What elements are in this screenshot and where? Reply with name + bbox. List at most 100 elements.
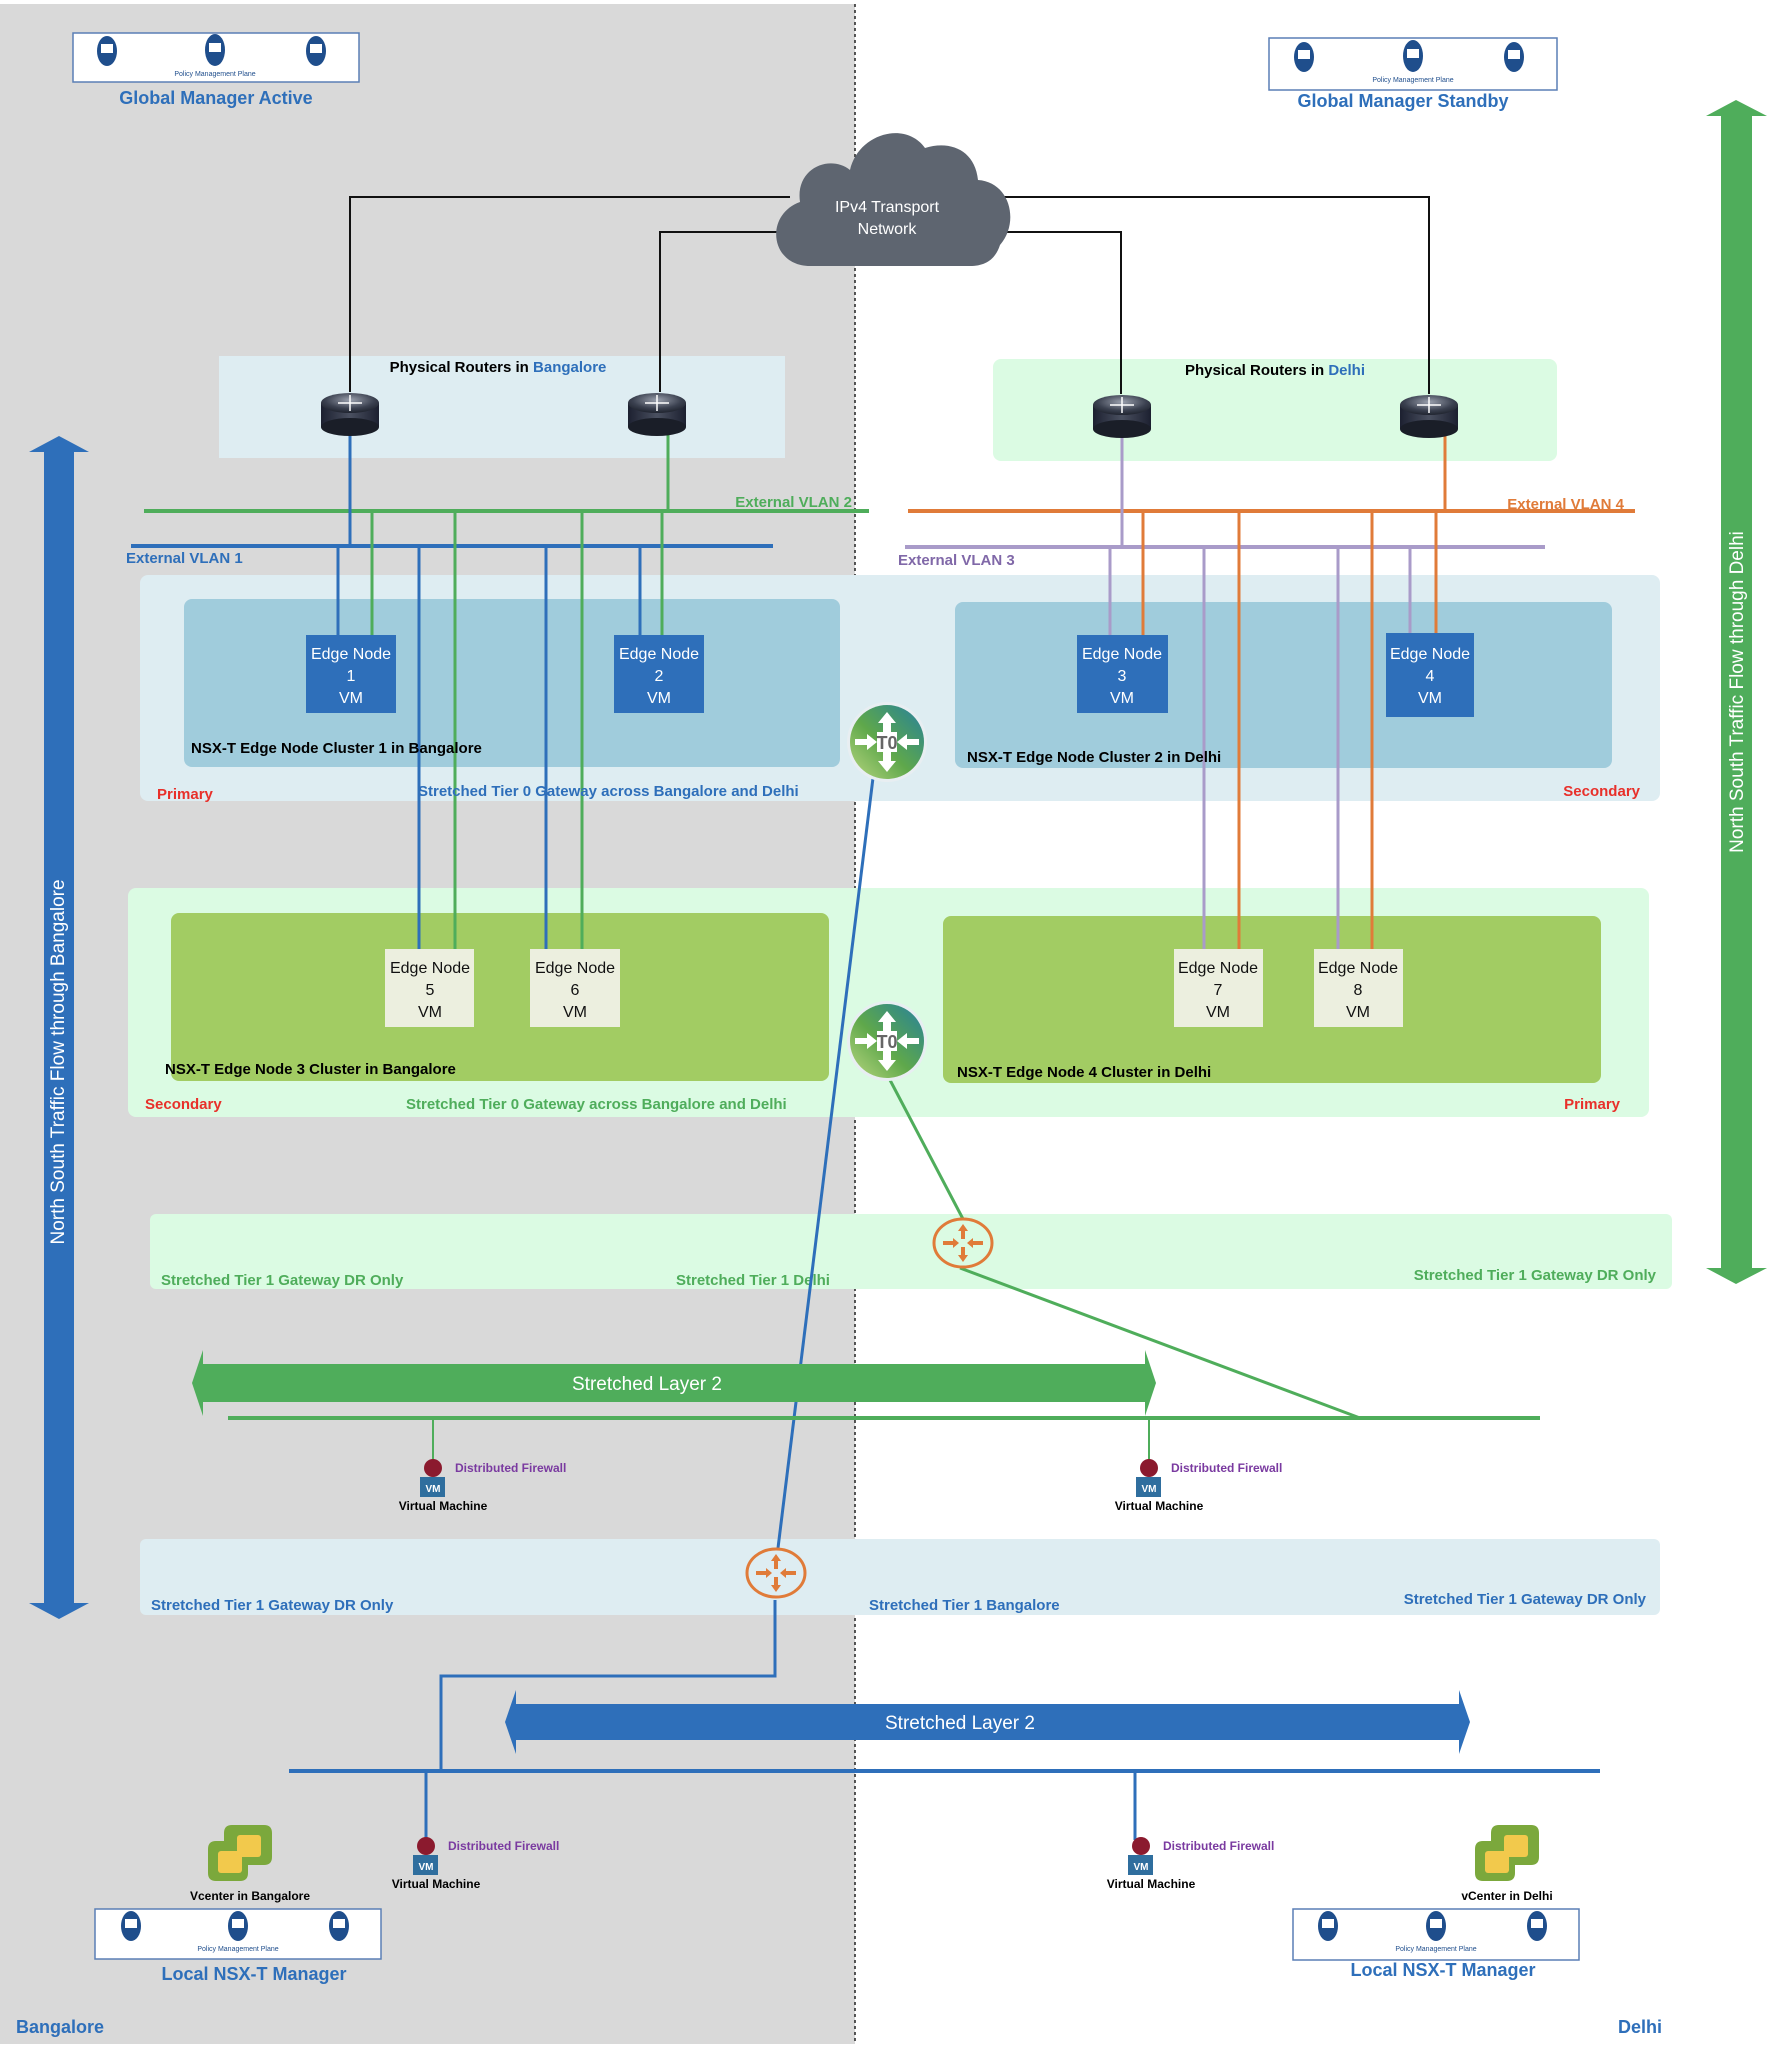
local-manager-bangalore[interactable]: Policy Management Plane bbox=[94, 1908, 382, 1960]
manager-node-icon bbox=[121, 1911, 141, 1941]
policy-plane-label: Policy Management Plane bbox=[197, 1946, 278, 1953]
tier1-bangalore-band bbox=[140, 1539, 1660, 1615]
edge-node-1[interactable]: Edge Node 1 VM bbox=[306, 635, 396, 713]
edge-cluster-4 bbox=[943, 916, 1601, 1083]
edge-node-2[interactable]: Edge Node 2 VM bbox=[614, 635, 704, 713]
t0-to-t1-delhi-link bbox=[888, 1079, 965, 1220]
vm-badge: VM bbox=[419, 1862, 434, 1873]
dfw-label: Distributed Firewall bbox=[1171, 1461, 1282, 1475]
vcenter-delhi-label: vCenter in Delhi bbox=[1461, 1889, 1552, 1903]
t1-delhi-to-l2-link bbox=[959, 1266, 1361, 1420]
tier1-bangalore-left-label: Stretched Tier 1 Gateway DR Only bbox=[151, 1597, 394, 1614]
manager-node-icon bbox=[329, 1911, 349, 1941]
edge-cluster-2 bbox=[955, 602, 1612, 768]
tier0-band-1-secondary: Secondary bbox=[1563, 783, 1640, 800]
edge-node-5[interactable]: Edge Node 5 VM bbox=[385, 949, 474, 1027]
global-manager-active-label: Global Manager Active bbox=[119, 88, 312, 108]
svg-text:5: 5 bbox=[426, 982, 435, 999]
vcenter-icon bbox=[1475, 1825, 1539, 1881]
cloud-label-line1: IPv4 Transport bbox=[835, 199, 940, 216]
tier1-bangalore-center-label: Stretched Tier 1 Bangalore bbox=[869, 1597, 1060, 1614]
edge-uplinks-bangalore bbox=[336, 511, 664, 960]
virtual-machine[interactable]: VM Distributed Firewall Virtual Machine bbox=[1115, 1459, 1283, 1513]
tier0-gateway-icon[interactable]: T0 bbox=[847, 702, 927, 782]
router-icon[interactable] bbox=[321, 393, 379, 436]
vm-label: Virtual Machine bbox=[1107, 1877, 1196, 1891]
edge-node-7[interactable]: Edge Node 7 VM bbox=[1174, 949, 1263, 1027]
policy-plane-label: Policy Management Plane bbox=[1395, 1946, 1476, 1953]
north-south-label-delhi: North South Traffic Flow through Delhi bbox=[1727, 531, 1748, 853]
global-manager-standby-label: Global Manager Standby bbox=[1297, 91, 1508, 111]
svg-text:VM: VM bbox=[1206, 1004, 1230, 1021]
local-manager-delhi[interactable]: Policy Management Plane bbox=[1292, 1908, 1580, 1961]
stretched-layer2-green-label: Stretched Layer 2 bbox=[572, 1374, 722, 1395]
svg-text:Edge Node: Edge Node bbox=[390, 960, 470, 977]
global-manager-standby[interactable]: Policy Management Plane bbox=[1268, 37, 1558, 91]
bangalore-routers-box bbox=[219, 356, 785, 458]
svg-text:6: 6 bbox=[571, 982, 580, 999]
vm-label: Virtual Machine bbox=[1115, 1499, 1204, 1513]
svg-text:Edge Node: Edge Node bbox=[619, 646, 699, 663]
bangalore-routers-label: Physical Routers in Bangalore bbox=[390, 359, 607, 376]
router-icon[interactable] bbox=[1400, 395, 1458, 438]
vcenter-icon bbox=[208, 1825, 272, 1881]
edge-node-4[interactable]: Edge Node 4 VM bbox=[1386, 633, 1474, 717]
vcenter-delhi[interactable]: vCenter in Delhi bbox=[1461, 1825, 1553, 1903]
global-manager-active[interactable]: Policy Management Plane bbox=[72, 32, 360, 83]
firewall-icon bbox=[424, 1459, 442, 1477]
tier1-delhi-band bbox=[150, 1214, 1672, 1289]
region-label-bangalore: Bangalore bbox=[16, 2017, 104, 2037]
edge-cluster-2-label: NSX-T Edge Node Cluster 2 in Delhi bbox=[967, 749, 1221, 766]
edge-cluster-1-label: NSX-T Edge Node Cluster 1 in Bangalore bbox=[191, 740, 482, 757]
north-south-arrow-bangalore: North South Traffic Flow through Bangalo… bbox=[29, 436, 89, 1619]
svg-text:2: 2 bbox=[655, 668, 664, 685]
manager-node-icon bbox=[97, 36, 117, 66]
svg-text:Edge Node: Edge Node bbox=[1390, 646, 1470, 663]
edge-node-3[interactable]: Edge Node 3 VM bbox=[1077, 635, 1168, 713]
tier1-delhi-right-label: Stretched Tier 1 Gateway DR Only bbox=[1414, 1267, 1657, 1284]
virtual-machine[interactable]: VM Distributed Firewall Virtual Machine bbox=[392, 1837, 560, 1891]
edge-cluster-3 bbox=[171, 913, 829, 1081]
svg-text:3: 3 bbox=[1118, 668, 1127, 685]
router-icon[interactable] bbox=[1093, 395, 1151, 438]
router-icon[interactable] bbox=[628, 393, 686, 436]
virtual-machine[interactable]: VM Distributed Firewall Virtual Machine bbox=[1107, 1837, 1275, 1891]
tier0-icon-text: T0 bbox=[876, 733, 897, 753]
vm-badge: VM bbox=[426, 1484, 441, 1495]
vcenter-bangalore[interactable]: Vcenter in Bangalore bbox=[190, 1825, 310, 1903]
tier0-icon-text: T0 bbox=[876, 1032, 897, 1052]
svg-text:VM: VM bbox=[647, 690, 671, 707]
vm-badge: VM bbox=[1142, 1484, 1157, 1495]
firewall-icon bbox=[1132, 1837, 1150, 1855]
manager-node-icon bbox=[1504, 42, 1524, 72]
vm-badge: VM bbox=[1134, 1862, 1149, 1873]
north-south-label-bangalore: North South Traffic Flow through Bangalo… bbox=[48, 879, 69, 1244]
dfw-label: Distributed Firewall bbox=[1163, 1839, 1274, 1853]
delhi-routers-label: Physical Routers in Delhi bbox=[1185, 362, 1365, 379]
edge-node-6[interactable]: Edge Node 6 VM bbox=[530, 949, 620, 1027]
svg-text:Edge Node: Edge Node bbox=[311, 646, 391, 663]
stretched-layer2-blue-arrow: Stretched Layer 2 bbox=[505, 1690, 1470, 1754]
edge-node-8[interactable]: Edge Node 8 VM bbox=[1314, 949, 1403, 1027]
virtual-machine[interactable]: VM Distributed Firewall Virtual Machine bbox=[399, 1459, 567, 1513]
svg-text:7: 7 bbox=[1214, 982, 1223, 999]
tier1-gateway-icon-delhi[interactable] bbox=[932, 1217, 994, 1269]
stretched-layer2-green-arrow: Stretched Layer 2 bbox=[192, 1350, 1156, 1416]
tier1-delhi-left-label: Stretched Tier 1 Gateway DR Only bbox=[161, 1272, 404, 1289]
external-vlan-2-label: External VLAN 2 bbox=[735, 494, 852, 511]
tier0-gateway-icon[interactable]: T0 bbox=[847, 1001, 927, 1081]
manager-node-icon bbox=[1318, 1911, 1338, 1941]
vcenter-bangalore-label: Vcenter in Bangalore bbox=[190, 1889, 310, 1903]
svg-text:VM: VM bbox=[1110, 690, 1134, 707]
tier1-gateway-icon-bangalore[interactable] bbox=[745, 1547, 807, 1599]
manager-node-icon bbox=[1527, 1911, 1547, 1941]
svg-text:8: 8 bbox=[1354, 982, 1363, 999]
ipv4-transport-cloud: IPv4 Transport Network bbox=[776, 133, 1011, 266]
svg-text:VM: VM bbox=[339, 690, 363, 707]
firewall-icon bbox=[1140, 1459, 1158, 1477]
manager-node-icon bbox=[1403, 40, 1423, 72]
external-vlan-4-label: External VLAN 4 bbox=[1507, 496, 1624, 513]
svg-text:1: 1 bbox=[347, 668, 356, 685]
policy-plane-label: Policy Management Plane bbox=[174, 71, 255, 78]
